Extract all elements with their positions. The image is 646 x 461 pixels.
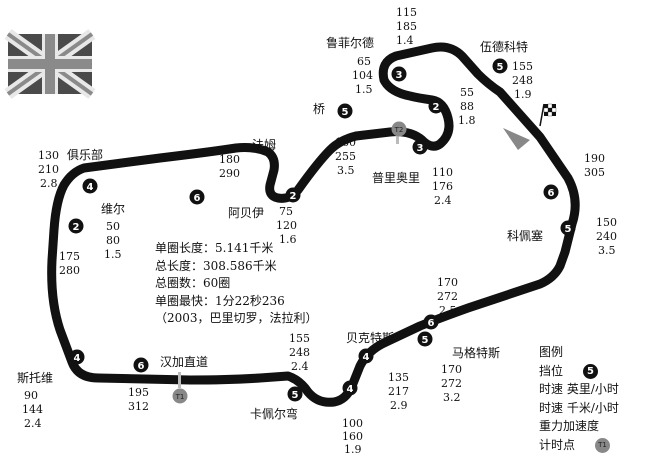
svg-text:T1: T1 [175, 393, 185, 401]
legend-speed-kmh: 时速 千米/小时 [539, 400, 619, 415]
svg-text:6: 6 [428, 318, 435, 329]
svg-text:5: 5 [342, 107, 349, 118]
gear-marker: 3 [412, 139, 428, 155]
timing-point-t1: T1 [172, 388, 188, 404]
corner-luffield: 鲁菲尔德 [326, 35, 374, 50]
gear-marker: 3 [391, 66, 407, 82]
gear-marker: 6 [423, 314, 439, 330]
gear-marker: 5 [287, 386, 303, 402]
legend-speed-mph: 时速 英里/小时 [539, 382, 619, 396]
legend-g-force: 重力加速度 [539, 419, 600, 433]
gear-marker: 4 [69, 349, 85, 365]
corner-bridge: 桥 [313, 102, 325, 116]
corner-copse: 科佩塞 [507, 228, 543, 243]
corner-woodcote: 伍德科特 [480, 39, 528, 54]
lap-length: 单圈长度：5.141千米 [155, 241, 274, 255]
gear-marker: 6 [133, 357, 149, 373]
svg-text:4: 4 [347, 384, 354, 395]
svg-text:5: 5 [497, 62, 504, 73]
svg-text:T2: T2 [394, 126, 404, 134]
corner-stowe: 斯托维 [17, 371, 53, 385]
gear-marker: 5 [560, 220, 576, 236]
legend-title: 图例 [539, 345, 564, 359]
corner-vale: 维尔 [101, 201, 125, 216]
svg-text:4: 4 [87, 182, 94, 193]
corner-farm: 法姆 [252, 138, 276, 152]
svg-text:2: 2 [433, 102, 440, 113]
gear-marker: 2 [428, 98, 444, 114]
gear-marker: 4 [358, 348, 374, 364]
legend-timing-icon: T1 [595, 437, 610, 453]
total-laps: 总圈数：60圈 [155, 276, 231, 290]
corner-hangar: 汉加直道 [160, 355, 208, 369]
corner-priory: 普里奥里 [372, 171, 420, 185]
svg-text:6: 6 [548, 188, 555, 199]
svg-text:4: 4 [363, 352, 370, 363]
corner-abbey: 阿贝伊 [228, 206, 264, 220]
fastest-lap: 单圈最快：1分22秒236 [155, 293, 285, 308]
fastest-lap-note: （2003，巴里切罗，法拉利） [155, 311, 318, 325]
svg-text:2: 2 [290, 191, 297, 202]
corner-maggots: 马格特斯 [452, 345, 500, 360]
svg-text:4: 4 [74, 353, 81, 364]
legend-gear-icon: 5 [583, 363, 598, 379]
gear-marker: 4 [342, 380, 358, 396]
svg-text:3: 3 [396, 70, 403, 81]
svg-text:6: 6 [194, 193, 201, 204]
total-length: 总长度：308.586千米 [155, 258, 277, 273]
corner-becketts: 贝克特斯 [346, 330, 394, 345]
checkered-flag-icon [539, 103, 557, 127]
corner-chapel: 卡佩尔弯 [250, 406, 298, 421]
direction-arrow-icon [503, 128, 530, 150]
svg-text:5: 5 [422, 335, 429, 346]
corner-club: 俱乐部 [67, 147, 103, 162]
union-jack-flag-icon [4, 29, 96, 99]
circuit-info: 单圈长度：5.141千米 总长度：308.586千米 总圈数：60圈 单圈最快：… [155, 240, 318, 328]
svg-text:3: 3 [417, 143, 424, 154]
svg-text:2: 2 [73, 222, 80, 233]
timing-point-t2: T2 [391, 121, 407, 137]
gear-marker: 6 [543, 184, 559, 200]
svg-text:5: 5 [565, 224, 572, 235]
timing-line-t1 [178, 372, 181, 388]
gear-marker: 5 [417, 331, 433, 347]
gear-marker: 4 [82, 178, 98, 194]
svg-text:6: 6 [138, 361, 145, 372]
svg-text:5: 5 [292, 390, 299, 401]
gear-marker: 5 [492, 58, 508, 74]
gear-marker: 2 [68, 218, 84, 234]
gear-marker: 6 [189, 189, 205, 205]
gear-marker: 5 [337, 103, 353, 119]
gear-marker: 2 [285, 187, 301, 203]
